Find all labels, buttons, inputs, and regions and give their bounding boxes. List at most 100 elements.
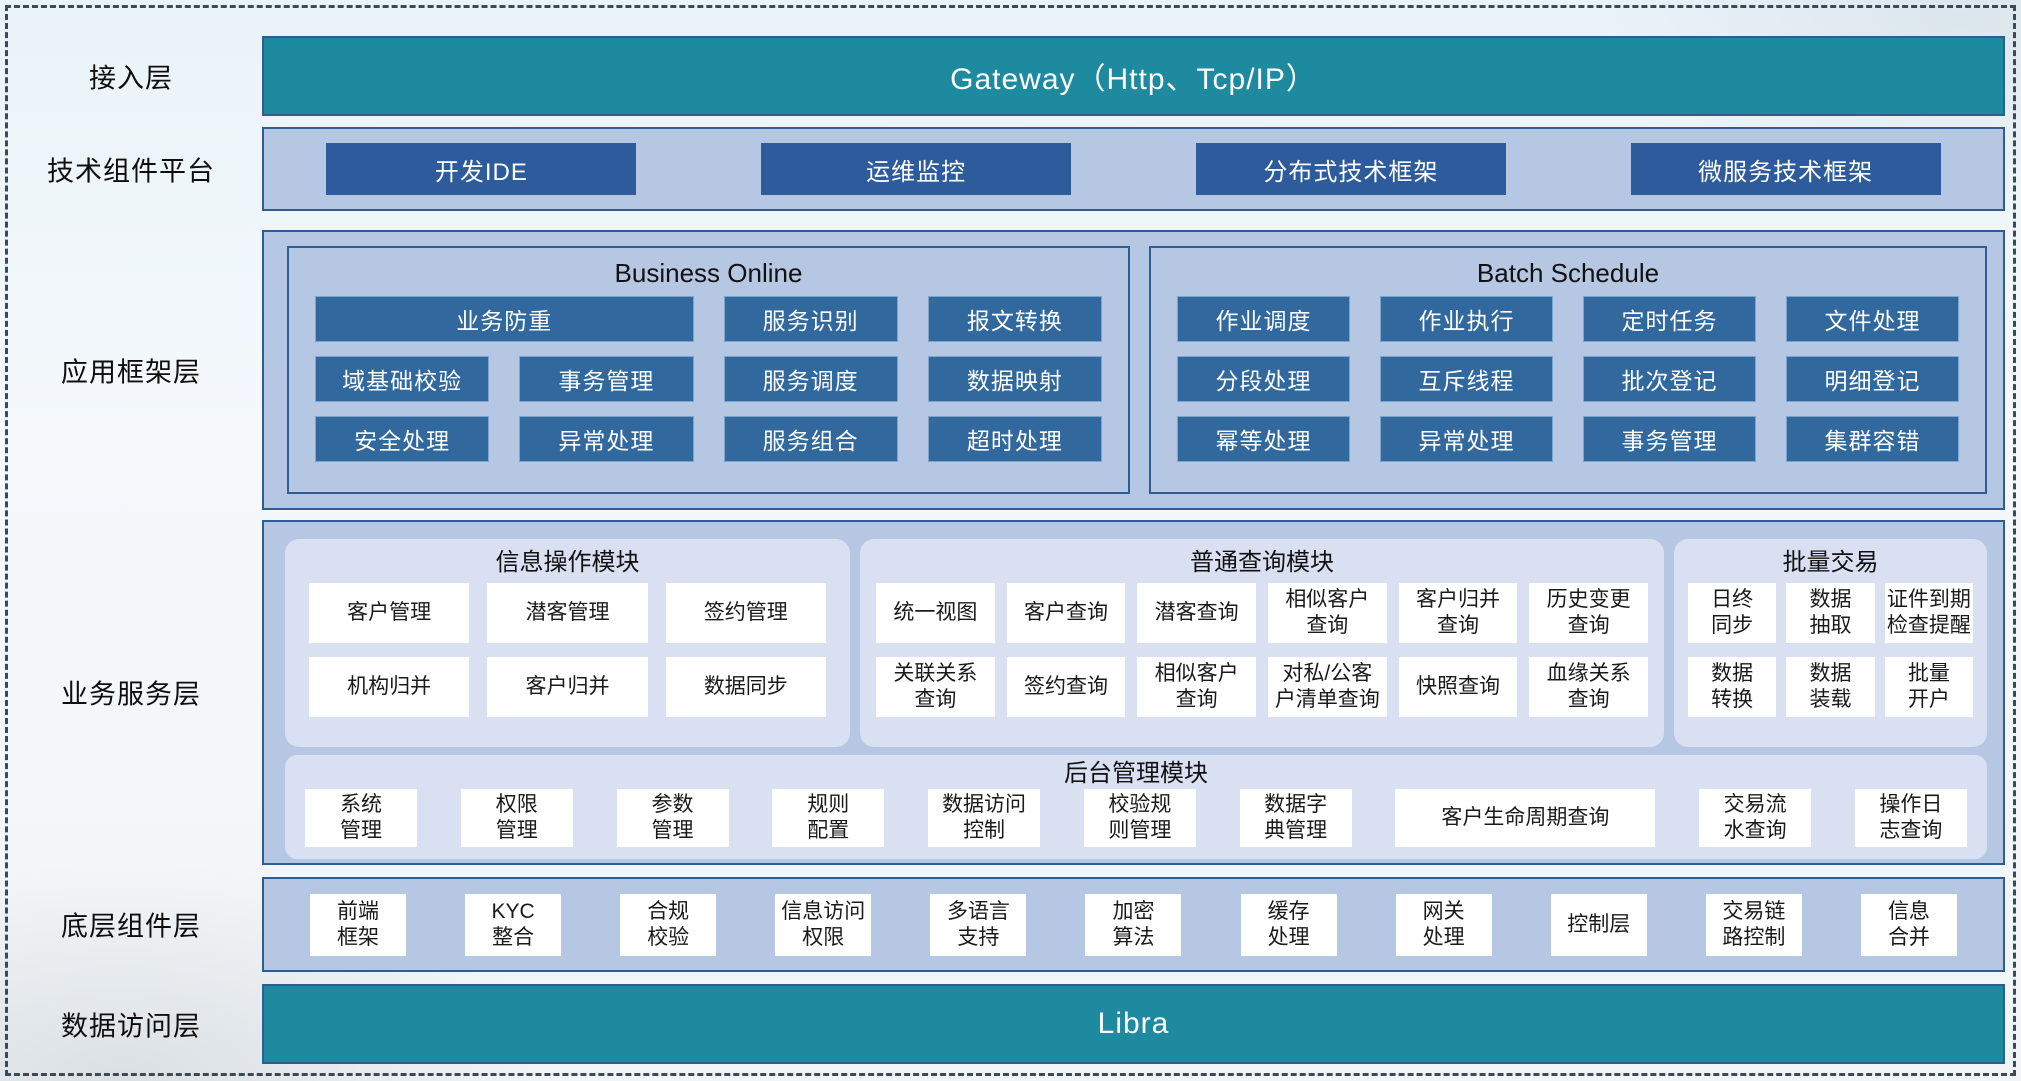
framework-box: 互斥线程: [1380, 356, 1553, 402]
service-box: 对私/公客 户清单查询: [1267, 657, 1387, 717]
component-box: 缓存 处理: [1240, 893, 1337, 956]
framework-box: 安全处理: [315, 416, 490, 462]
service-box: 规则 配置: [772, 789, 885, 847]
batch-schedule-panel: Batch Schedule 作业调度 作业执行 定时任务 文件处理 分段处理 …: [1149, 246, 1987, 494]
panel-title: 批量交易: [1782, 549, 1879, 576]
component-box: 加密 算法: [1085, 893, 1182, 956]
service-box: 客户生命周期查询: [1395, 789, 1656, 847]
service-box: 数据 装载: [1786, 657, 1875, 717]
business-service-container: 信息操作模块 客户管理 潜客管理 签约管理 机构归并 客户归并 数据同步 普通查…: [262, 520, 2005, 865]
framework-box: 域基础校验: [315, 356, 490, 402]
layer-label-data-access: 数据访问层: [61, 1011, 201, 1042]
business-online-panel: Business Online 业务防重 服务识别 报文转换 域基础校验 事务管…: [287, 246, 1130, 494]
framework-box: 业务防重: [315, 296, 694, 342]
framework-box: 作业调度: [1177, 296, 1350, 342]
service-box: 签约查询: [1006, 657, 1126, 717]
service-box: 交易流 水查询: [1699, 789, 1812, 847]
back-office-row: 系统 管理 权限 管理 参数 管理 规则 配置 数据访问 控制 校验规 则管理 …: [285, 787, 1987, 859]
service-box: 统一视图: [876, 583, 995, 643]
framework-box: 异常处理: [1380, 416, 1553, 462]
component-box: 多语言 支持: [930, 893, 1027, 956]
service-box: 机构归并: [309, 657, 470, 717]
layer-label-bottom-components: 底层组件层: [61, 911, 201, 942]
panel-title: Batch Schedule: [1476, 258, 1660, 288]
tech-button-microservice-fw: 微服务技术框架: [1630, 143, 1941, 195]
back-office-panel: 后台管理模块 系统 管理 权限 管理 参数 管理 规则 配置 数据访问 控制 校…: [285, 755, 1987, 859]
service-box: 数据 转换: [1688, 657, 1777, 717]
framework-box: 数据映射: [927, 356, 1102, 402]
component-box: 交易链 路控制: [1705, 893, 1802, 956]
libra-bar: Libra: [262, 984, 2005, 1064]
batch-schedule-grid: 作业调度 作业执行 定时任务 文件处理 分段处理 互斥线程 批次登记 明细登记 …: [1151, 294, 1985, 462]
service-box: 潜客管理: [487, 583, 648, 643]
framework-box: 定时任务: [1583, 296, 1756, 342]
service-box: 客户归并: [487, 657, 648, 717]
service-box: 快照查询: [1398, 657, 1518, 717]
service-box: 历史变更 查询: [1529, 583, 1648, 643]
service-box: 批量 开户: [1884, 657, 1973, 717]
panel-title: Business Online: [614, 258, 803, 288]
common-query-grid: 统一视图 客户查询 潜客查询 相似客户 查询 客户归并 查询 历史变更 查询 关…: [860, 579, 1664, 747]
service-box: 客户管理: [309, 583, 470, 643]
component-box: 信息 合并: [1860, 893, 1957, 956]
framework-box: 服务识别: [723, 296, 898, 342]
framework-box: 作业执行: [1380, 296, 1553, 342]
gateway-bar: Gateway（Http、Tcp/IP）: [262, 36, 2005, 116]
business-online-grid: 业务防重 服务识别 报文转换 域基础校验 事务管理 服务调度 数据映射 安全处理…: [289, 294, 1128, 462]
batch-trade-panel: 批量交易 日终 同步 数据 抽取 证件到期 检查提醒 数据 转换 数据 装载 批…: [1674, 539, 1987, 747]
framework-box: 分段处理: [1177, 356, 1350, 402]
service-box: 客户归并 查询: [1398, 583, 1518, 643]
service-box: 操作日 志查询: [1854, 789, 1967, 847]
service-box: 关联关系 查询: [876, 657, 995, 717]
info-ops-grid: 客户管理 潜客管理 签约管理 机构归并 客户归并 数据同步: [285, 579, 850, 747]
framework-box: 报文转换: [927, 296, 1102, 342]
service-box: 校验规 则管理: [1083, 789, 1196, 847]
service-box: 日终 同步: [1688, 583, 1777, 643]
framework-box: 异常处理: [519, 416, 694, 462]
service-box: 签约管理: [665, 583, 826, 643]
panel-title: 后台管理模块: [1064, 760, 1208, 787]
component-box: KYC 整合: [465, 893, 562, 956]
service-box: 相似客户 查询: [1137, 657, 1256, 717]
service-box: 系统 管理: [305, 789, 417, 847]
info-ops-panel: 信息操作模块 客户管理 潜客管理 签约管理 机构归并 客户归并 数据同步: [285, 539, 850, 747]
service-box: 权限 管理: [460, 789, 573, 847]
layer-label-access: 接入层: [89, 63, 173, 94]
framework-box: 超时处理: [927, 416, 1102, 462]
framework-box: 文件处理: [1786, 296, 1959, 342]
service-box: 数据访问 控制: [928, 789, 1041, 847]
bottom-components-container: 前端 框架 KYC 整合 合规 校验 信息访问 权限 多语言 支持 加密 算法 …: [262, 877, 2005, 972]
framework-box: 服务组合: [723, 416, 898, 462]
service-box: 血缘关系 查询: [1529, 657, 1648, 717]
component-box: 网关 处理: [1395, 893, 1492, 956]
service-box: 证件到期 检查提醒: [1884, 583, 1973, 643]
tech-button-ops-monitor: 运维监控: [761, 143, 1072, 195]
framework-box: 集群容错: [1786, 416, 1959, 462]
common-query-panel: 普通查询模块 统一视图 客户查询 潜客查询 相似客户 查询 客户归并 查询 历史…: [860, 539, 1664, 747]
service-box: 潜客查询: [1137, 583, 1256, 643]
batch-trade-grid: 日终 同步 数据 抽取 证件到期 检查提醒 数据 转换 数据 装载 批量 开户: [1674, 579, 1987, 747]
framework-box: 明细登记: [1786, 356, 1959, 402]
tech-platform-container: 开发IDE 运维监控 分布式技术框架 微服务技术框架: [262, 127, 2005, 211]
service-box: 数据同步: [665, 657, 826, 717]
app-framework-container: Business Online 业务防重 服务识别 报文转换 域基础校验 事务管…: [262, 230, 2005, 510]
service-box: 数据字 典管理: [1239, 789, 1352, 847]
layer-label-tech-platform: 技术组件平台: [47, 156, 215, 187]
service-box: 客户查询: [1006, 583, 1126, 643]
diagram-content: Gateway（Http、Tcp/IP） 开发IDE 运维监控 分布式技术框架 …: [262, 0, 2005, 1081]
service-box: 参数 管理: [616, 789, 729, 847]
component-box: 合规 校验: [620, 893, 717, 956]
framework-box: 事务管理: [519, 356, 694, 402]
framework-box: 批次登记: [1583, 356, 1756, 402]
layer-label-business-service: 业务服务层: [61, 679, 201, 710]
layer-label-app-framework: 应用框架层: [61, 357, 201, 388]
component-box: 控制层: [1550, 893, 1647, 956]
tech-button-distributed-fw: 分布式技术框架: [1195, 143, 1506, 195]
panel-title: 信息操作模块: [495, 549, 640, 576]
tech-button-dev-ide: 开发IDE: [326, 143, 637, 195]
framework-box: 服务调度: [723, 356, 898, 402]
framework-box: 事务管理: [1583, 416, 1756, 462]
component-box: 信息访问 权限: [775, 893, 872, 956]
component-box: 前端 框架: [310, 893, 406, 956]
service-box: 数据 抽取: [1786, 583, 1875, 643]
